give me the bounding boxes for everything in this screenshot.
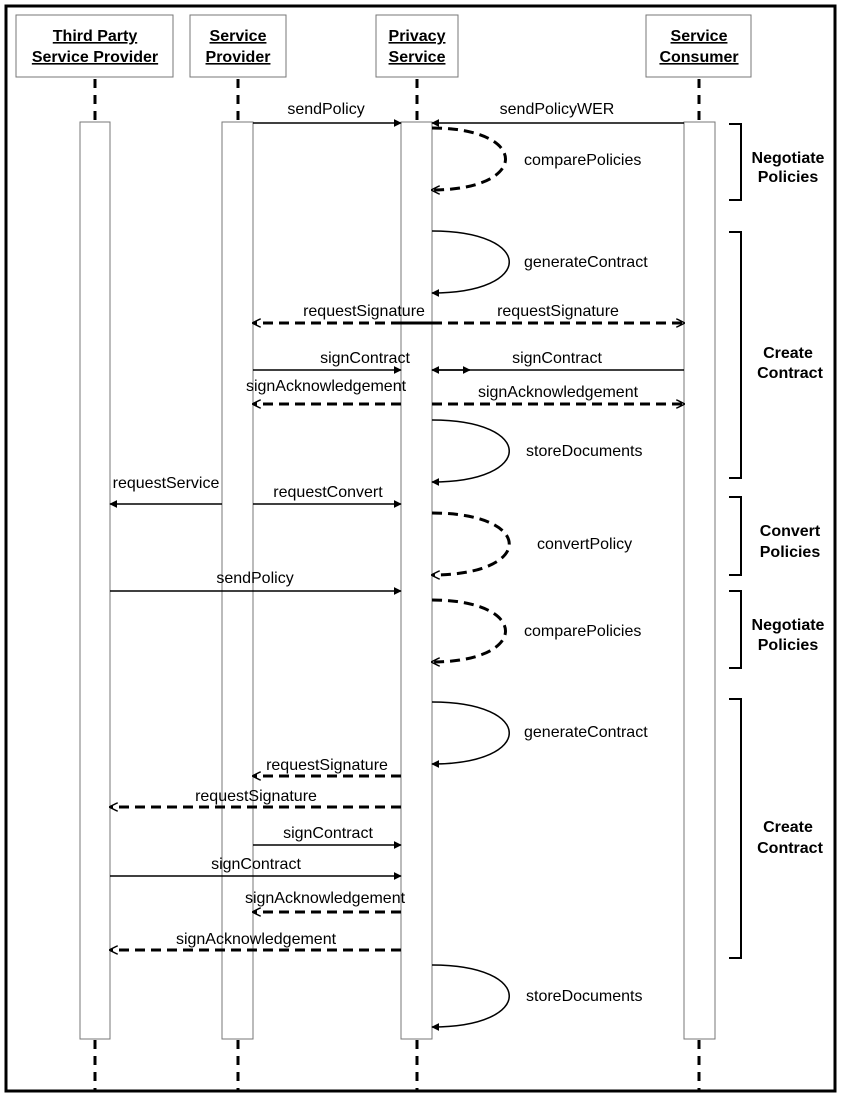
phase-brackets <box>729 123 742 959</box>
message-label: signAcknowledgement <box>245 890 406 907</box>
message-label: requestSignature <box>303 303 425 320</box>
message-label: sendPolicy <box>216 570 293 587</box>
lifeline-header-service-provider: Service Provider <box>189 14 287 78</box>
message-label: requestService <box>113 475 220 492</box>
lifeline-title-line1: Privacy <box>389 28 446 45</box>
message-label: signContract <box>320 350 410 367</box>
message-label: storeDocuments <box>526 443 643 460</box>
message-label: generateContract <box>524 254 648 271</box>
phase-label-line2: Contract <box>757 365 823 382</box>
activation-bar-third-party <box>79 121 111 1040</box>
phase-label-line1: Negotiate <box>752 617 825 634</box>
message-label: comparePolicies <box>524 152 641 169</box>
lifeline-stubs <box>93 79 701 1090</box>
message-label: requestSignature <box>497 303 619 320</box>
lifeline-title-line2: Consumer <box>659 49 738 66</box>
message-label: storeDocuments <box>526 988 643 1005</box>
activation-bar-service-consumer <box>683 121 716 1040</box>
lifeline-title-line1: Service <box>671 28 728 45</box>
message-label: requestSignature <box>266 757 388 774</box>
phase-label-line1: Create <box>763 345 813 362</box>
message-label: sendPolicyWER <box>500 101 615 118</box>
activation-bars <box>79 121 716 1040</box>
activation-bar-privacy-service <box>400 121 433 1040</box>
message-label: comparePolicies <box>524 623 641 640</box>
lifeline-header-third-party: Third Party Service Provider <box>15 14 174 78</box>
message-label: convertPolicy <box>537 536 632 553</box>
phase-label-line1: Convert <box>760 523 821 540</box>
phase-label-line1: Create <box>763 819 813 836</box>
lifeline-title-line2: Service <box>389 49 446 66</box>
message-label: sendPolicy <box>287 101 364 118</box>
message-label: signAcknowledgement <box>176 931 337 948</box>
lifeline-title-line2: Service Provider <box>32 49 158 66</box>
message-labels: sendPolicy sendPolicyWER comparePolicies… <box>113 101 649 1005</box>
phase-label-line1: Negotiate <box>752 150 825 167</box>
message-label: signAcknowledgement <box>246 378 407 395</box>
message-label: signContract <box>283 825 373 842</box>
messages <box>110 119 684 1031</box>
message-label: requestSignature <box>195 788 317 805</box>
diagram-frame <box>4 4 837 1093</box>
phase-label-line2: Policies <box>760 544 821 561</box>
message-label: generateContract <box>524 724 648 741</box>
phase-label-line2: Policies <box>758 637 819 654</box>
lifeline-header-privacy-service: Privacy Service <box>375 14 459 78</box>
lifeline-title-line1: Third Party <box>53 28 138 45</box>
lifeline-header-service-consumer: Service Consumer <box>645 14 752 78</box>
phase-labels: Negotiate Policies Create Contract Conve… <box>752 150 825 857</box>
phase-label-line2: Policies <box>758 169 819 186</box>
message-label: signContract <box>211 856 301 873</box>
phase-label-line2: Contract <box>757 840 823 857</box>
lifeline-title-line1: Service <box>210 28 267 45</box>
message-label: signAcknowledgement <box>478 384 639 401</box>
message-label: signContract <box>512 350 602 367</box>
activation-bar-service-provider <box>221 121 254 1040</box>
lifeline-title-line2: Provider <box>206 49 271 66</box>
message-label: requestConvert <box>273 484 383 501</box>
